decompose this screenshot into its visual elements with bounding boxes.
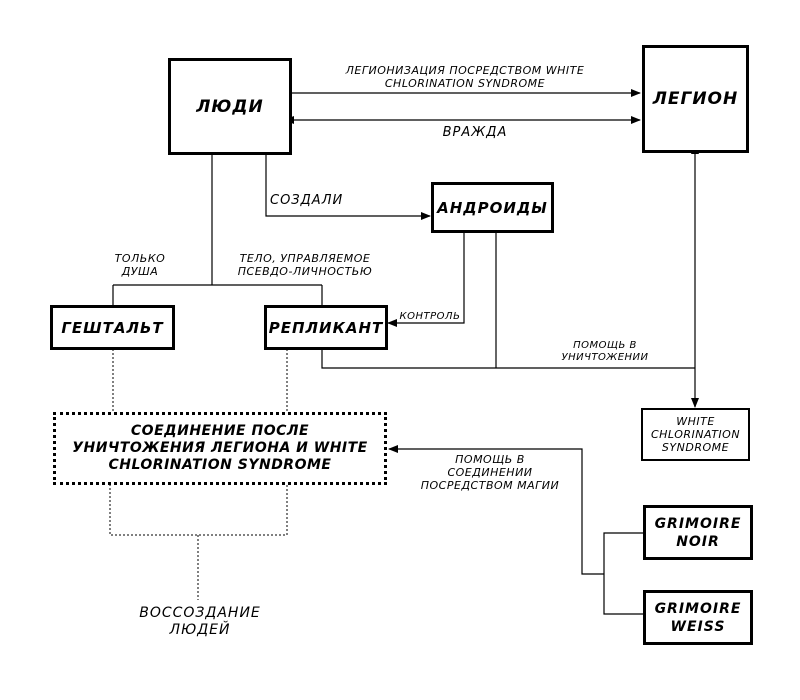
node-grimoire-noir-label: GRIMOIRE NOIR	[654, 515, 742, 550]
node-legion-label: ЛЕГИОН	[652, 89, 739, 109]
node-legion: ЛЕГИОН	[642, 45, 749, 153]
edge-replicant-help	[321, 349, 695, 369]
node-gestalt-label: ГЕШТАЛЬТ	[61, 318, 164, 337]
node-grimoire-weiss: GRIMOIRE WEISS	[643, 590, 753, 645]
label-help-union-magic: ПОМОЩЬ В СОЕДИНЕНИИ ПОСРЕДСТВОМ МАГИИ	[420, 453, 560, 492]
label-body-pseudo: ТЕЛО, УПРАВЛЯЕМОЕ ПСЕВДО-ЛИЧНОСТЬЮ	[237, 252, 373, 278]
node-grimoire-noir: GRIMOIRE NOIR	[643, 505, 753, 560]
node-replicant: РЕПЛИКАНТ	[264, 305, 388, 350]
label-recreation: ВОССОЗДАНИЕ ЛЮДЕЙ	[139, 605, 261, 638]
node-people: ЛЮДИ	[168, 58, 292, 155]
label-created: СОЗДАЛИ	[270, 193, 344, 208]
label-enmity: ВРАЖДА	[442, 125, 508, 140]
label-only-soul: ТОЛЬКО ДУША	[114, 252, 166, 278]
label-control: КОНТРОЛЬ	[399, 311, 461, 322]
node-union: СОЕДИНЕНИЕ ПОСЛЕ УНИЧТОЖЕНИЯ ЛЕГИОНА И W…	[53, 412, 387, 485]
node-white-chlorination-syndrome: WHITE CHLORINATION SYNDROME	[641, 408, 750, 461]
node-people-label: ЛЮДИ	[196, 96, 264, 117]
edge-grimoire-noir	[603, 532, 643, 615]
node-wcs-label: WHITE CHLORINATION SYNDROME	[650, 415, 741, 454]
node-union-label: СОЕДИНЕНИЕ ПОСЛЕ УНИЧТОЖЕНИЯ ЛЕГИОНА И W…	[72, 423, 368, 473]
node-androids: АНДРОИДЫ	[431, 182, 554, 233]
edge-union-down	[109, 484, 288, 536]
edge-created	[265, 155, 431, 220]
label-legionization: ЛЕГИОНИЗАЦИЯ ПОСРЕДСТВОМ WHITE CHLORINAT…	[345, 64, 585, 90]
node-replicant-label: РЕПЛИКАНТ	[268, 318, 384, 337]
edge-control	[387, 232, 465, 327]
node-androids-label: АНДРОИДЫ	[437, 198, 548, 217]
label-help-destroy: ПОМОЩЬ В УНИЧТОЖЕНИИ	[561, 340, 649, 363]
node-gestalt: ГЕШТАЛЬТ	[50, 305, 175, 350]
edge-grimoires-to-union	[388, 445, 604, 575]
node-grimoire-weiss-label: GRIMOIRE WEISS	[654, 600, 742, 635]
